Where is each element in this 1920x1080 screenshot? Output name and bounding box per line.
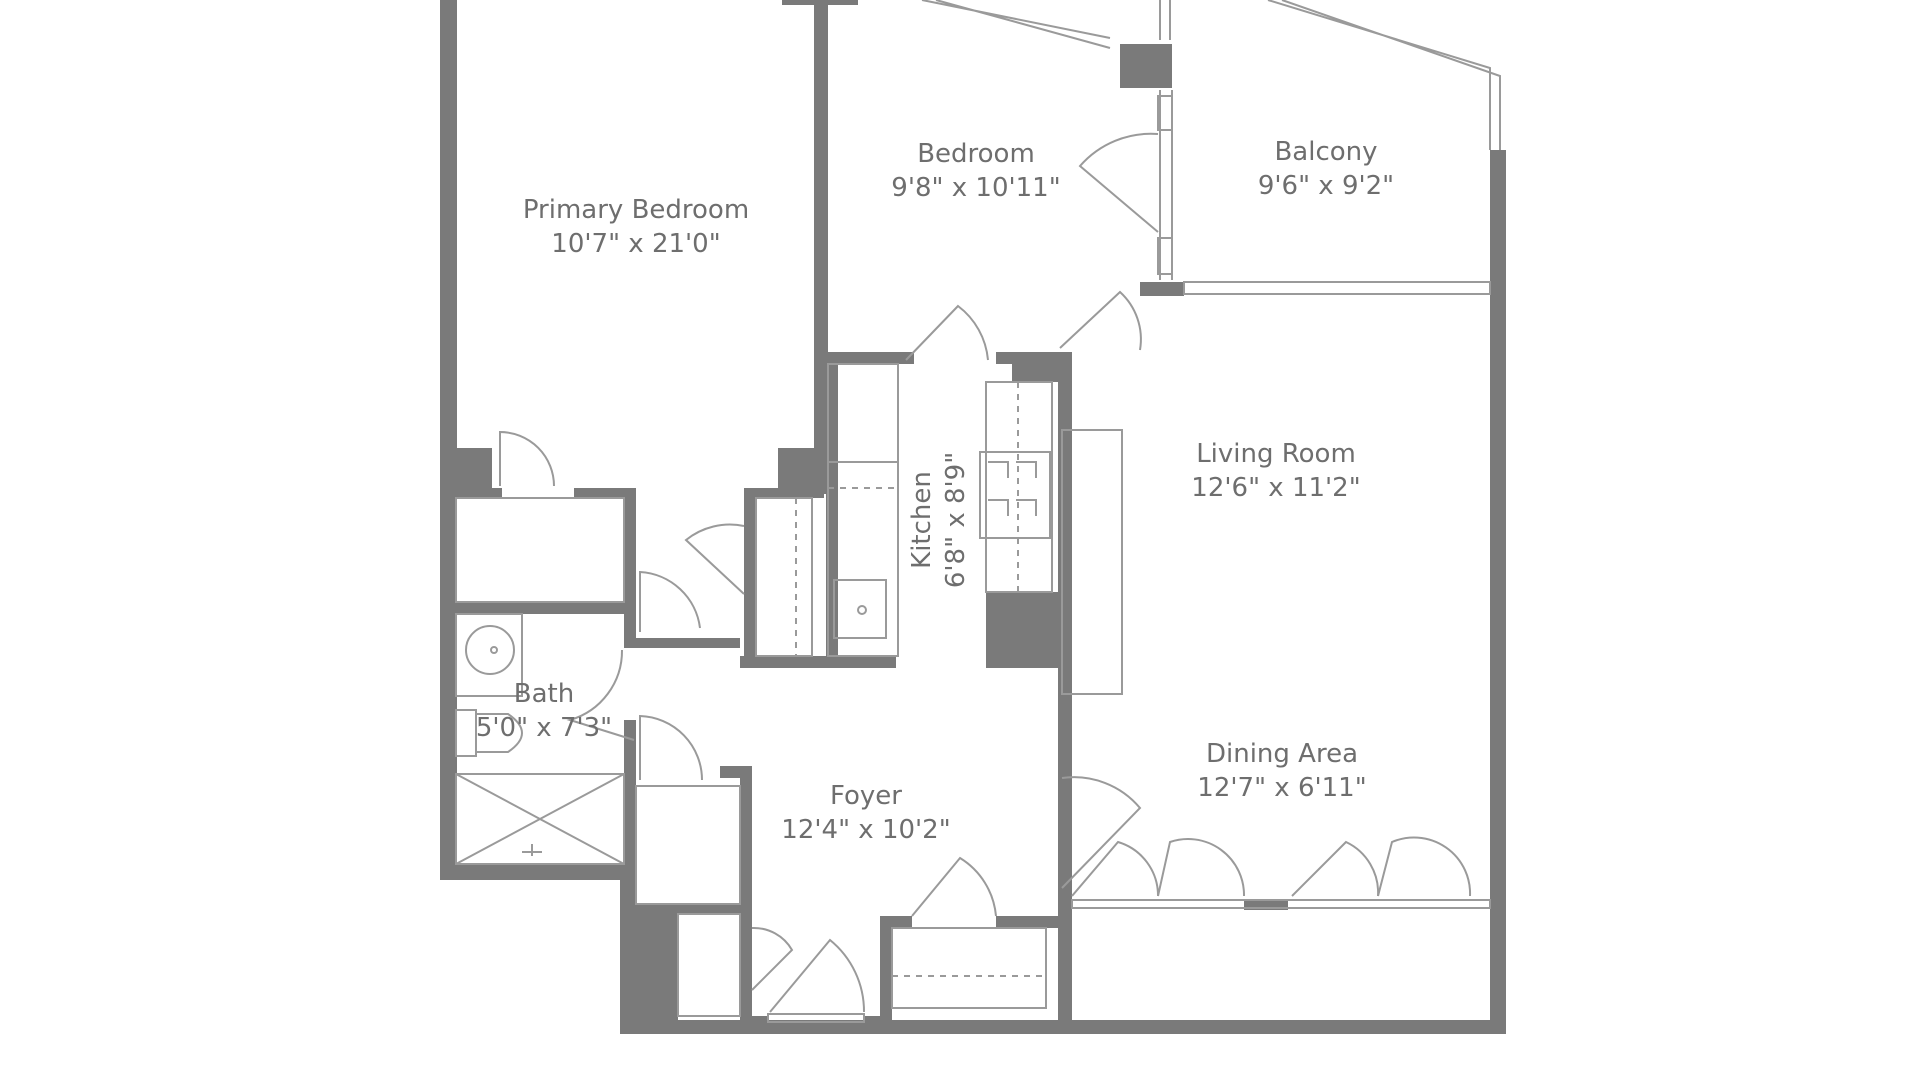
wall-coat-closet-right [740, 904, 752, 1020]
wall-bath-bottom [440, 864, 624, 880]
range [979, 451, 1051, 539]
window-balcony-left [1159, 0, 1173, 280]
coat-closet [677, 913, 741, 1017]
label-living-room-dim: 12'6" x 11'2" [1191, 473, 1360, 503]
label-kitchen-name: Kitchen [907, 471, 937, 569]
shower [455, 773, 625, 865]
wall-kitchen-bottom [740, 656, 896, 668]
door-dining-left[interactable] [1061, 776, 1142, 889]
room-labels: Primary Bedroom 10'7" x 21'0" Bedroom 9'… [476, 137, 1394, 845]
door-living-hall[interactable] [1059, 290, 1142, 351]
wall-bedroom-bottom-left [824, 352, 838, 364]
door-swings [499, 132, 1472, 1013]
door-hall-closet[interactable] [639, 714, 703, 781]
balcony-railing [1267, 0, 1501, 150]
label-primary-bedroom-name: Primary Bedroom [523, 195, 749, 225]
label-foyer-dim: 12'4" x 10'2" [781, 815, 950, 845]
label-balcony-dim: 9'6" x 9'2" [1258, 171, 1394, 201]
label-bedroom-name: Bedroom [917, 139, 1035, 169]
wall-foyer-closet-top [720, 766, 752, 778]
label-bath-dim: 5'0" x 7'3" [476, 713, 612, 743]
wall-hall-mid [636, 638, 740, 648]
wall-closet-top-2 [574, 488, 636, 498]
wall-bath-right [624, 494, 636, 648]
wall-left [440, 0, 457, 880]
bath-vanity [455, 613, 523, 697]
closet-box-2 [635, 785, 741, 905]
wall-closet-bottom-1 [440, 602, 634, 614]
shower-x [455, 773, 625, 865]
closet-box-1 [455, 497, 625, 603]
door-coat-closet[interactable] [751, 926, 794, 991]
toilet-tank [455, 709, 477, 757]
sink-drain [857, 605, 867, 615]
kitchen-counter-left [827, 461, 899, 657]
wall-kitchen-top-2 [996, 352, 1026, 364]
door-dining-closet-3[interactable] [1291, 840, 1380, 897]
label-bath-name: Bath [514, 679, 574, 709]
wall-coat-closet [672, 904, 752, 914]
label-primary-bedroom-dim: 10'7" x 21'0" [551, 229, 720, 259]
label-dining-area-name: Dining Area [1206, 739, 1358, 769]
wall-kitchen-top [824, 352, 914, 364]
wall-balcony-living [1140, 282, 1184, 296]
shower-head [522, 844, 542, 856]
door-closet-2[interactable] [639, 570, 701, 632]
bath-sink [465, 625, 515, 675]
label-kitchen-dim: 6'8" x 8'9" [941, 452, 971, 588]
jamb-2 [1157, 237, 1173, 275]
wall-storage-left [880, 916, 892, 1020]
wall-entry-left [740, 1016, 768, 1034]
wall-storage-top-2 [996, 916, 1066, 928]
kitchen-upper-left [827, 363, 899, 463]
closet-shelf [755, 497, 813, 657]
window-bedroom [921, 0, 1111, 49]
kitchen-sink [833, 579, 887, 639]
door-entry[interactable] [769, 938, 866, 1013]
kitchen-label-group: Kitchen 6'8" x 8'9" [907, 452, 971, 588]
label-foyer-name: Foyer [830, 781, 902, 811]
thin-lines [455, 0, 1501, 1023]
wall-storage-top [880, 916, 912, 928]
jamb-1 [1157, 95, 1173, 131]
door-bedroom-hall[interactable] [905, 304, 989, 361]
window-balcony-bottom [1183, 281, 1491, 295]
wall-right [1490, 150, 1506, 1034]
bath-sink-drain [490, 646, 498, 654]
toilet-bowl [476, 713, 523, 753]
wall-bedroom-divider [814, 0, 828, 452]
wall-column-2 [778, 448, 826, 494]
door-dining-closet-1[interactable] [1071, 840, 1160, 897]
range-burners [988, 461, 1037, 516]
door-dining-closet-2[interactable] [1157, 838, 1246, 897]
wall-kitchen-block [986, 592, 1058, 668]
label-living-room-name: Living Room [1196, 439, 1356, 469]
wall-foyer-closet-right [740, 766, 752, 910]
wall-step-block [620, 904, 678, 1032]
wall-top-stub [782, 0, 858, 5]
door-foyer-closet[interactable] [911, 856, 997, 917]
storage-closet [891, 927, 1047, 1009]
wall-corner-column [1120, 44, 1172, 88]
wall-bath-right-2 [624, 720, 636, 904]
wall-dining-divider [1244, 900, 1288, 910]
wall-closet-left [744, 488, 756, 668]
door-bath[interactable] [566, 649, 635, 741]
label-balcony-name: Balcony [1274, 137, 1377, 167]
wall-closet-top [744, 488, 824, 498]
kitchen-counter-right [985, 381, 1053, 593]
door-primary-bedroom[interactable] [499, 430, 555, 487]
wall-entry-right [864, 1016, 884, 1034]
door-closet-1[interactable] [684, 523, 745, 595]
label-dining-area-dim: 12'7" x 6'11" [1197, 773, 1366, 803]
wall-closet-top-1 [440, 488, 502, 498]
label-bedroom-dim: 9'8" x 10'11" [891, 173, 1060, 203]
door-dining-closet-4[interactable] [1377, 836, 1472, 897]
entry-threshold [767, 1013, 865, 1023]
dining-closets [1071, 899, 1491, 909]
living-island [1061, 429, 1123, 695]
door-bedroom-balcony[interactable] [1078, 132, 1159, 233]
